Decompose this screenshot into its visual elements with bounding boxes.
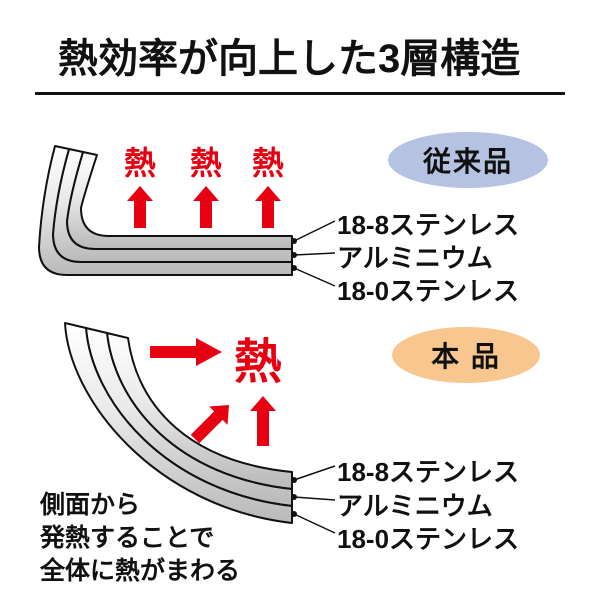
caption-line: 発熱することで bbox=[40, 524, 215, 552]
heat-up-arrow-icon bbox=[127, 186, 153, 228]
heat-right-arrow-icon bbox=[150, 338, 222, 366]
product-pan-cross-section bbox=[64, 322, 293, 524]
this-product-badge: 本 品 bbox=[392, 327, 540, 383]
layer-label-aluminum: アルミニウム bbox=[337, 243, 493, 273]
heat-label-large: 熱 bbox=[234, 336, 283, 389]
heat-diagonal-arrow-icon bbox=[190, 405, 229, 444]
layer-label-18-8-stainless: 18-8ステンレス bbox=[337, 210, 520, 240]
layer-label-18-0-stainless: 18-0ステンレス bbox=[337, 276, 520, 306]
product-heat-arrow-icons bbox=[150, 338, 276, 446]
heat-label: 熱 bbox=[190, 145, 223, 181]
title-divider bbox=[35, 92, 565, 95]
conventional-pan-cross-section bbox=[38, 145, 293, 276]
conventional-heat-arrow-icons bbox=[127, 186, 281, 228]
product-layer-18-0 bbox=[64, 322, 293, 524]
layer-label-aluminum: アルミニウム bbox=[337, 491, 493, 521]
product-leader-lines bbox=[291, 465, 336, 534]
layer-label-18-0-stainless: 18-0ステンレス bbox=[337, 524, 520, 554]
heat-label: 熱 bbox=[252, 145, 285, 181]
caption-line: 全体に熱がまわる bbox=[40, 557, 241, 585]
heat-up-arrow-icon bbox=[255, 186, 281, 228]
heat-up-arrow-icon bbox=[193, 186, 219, 228]
side-heating-caption: 側面から 発熱することで 全体に熱がまわる bbox=[40, 489, 240, 588]
layer-label-18-8-stainless: 18-8ステンレス bbox=[337, 457, 520, 487]
page-title: 熱効率が向上した3層構造 bbox=[58, 37, 521, 81]
conventional-leader-lines bbox=[291, 220, 336, 287]
heat-up-arrow-icon bbox=[250, 396, 276, 446]
caption-line: 側面から bbox=[40, 491, 141, 519]
conventional-layer-18-0 bbox=[38, 145, 293, 276]
heat-label: 熱 bbox=[124, 145, 157, 181]
conventional-product-badge: 従来品 bbox=[388, 132, 548, 188]
